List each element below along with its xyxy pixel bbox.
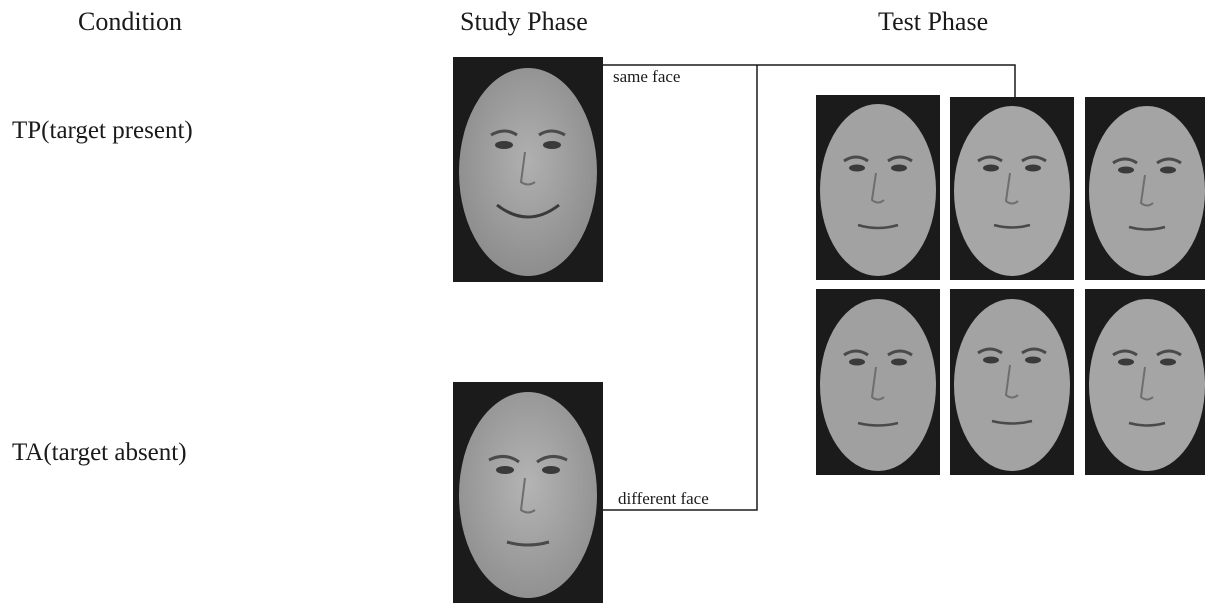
test-face-5 xyxy=(950,289,1074,475)
same-face-label: same face xyxy=(613,67,681,86)
study-face-target-absent xyxy=(453,382,603,603)
test-phase-header: Test Phase xyxy=(878,7,989,36)
target-absent-label: TA(target absent) xyxy=(12,439,187,466)
test-face-3 xyxy=(1085,97,1205,280)
study-face-target-present xyxy=(453,57,603,282)
test-face-1 xyxy=(816,95,940,280)
different-face-label: different face xyxy=(618,489,709,508)
test-face-2 xyxy=(950,97,1074,280)
condition-header: Condition xyxy=(78,7,183,36)
test-face-4 xyxy=(816,289,940,475)
test-face-6 xyxy=(1085,289,1205,475)
different-face-connector xyxy=(603,65,758,511)
target-present-label: TP(target present) xyxy=(12,117,193,144)
study-phase-header: Study Phase xyxy=(460,7,588,36)
